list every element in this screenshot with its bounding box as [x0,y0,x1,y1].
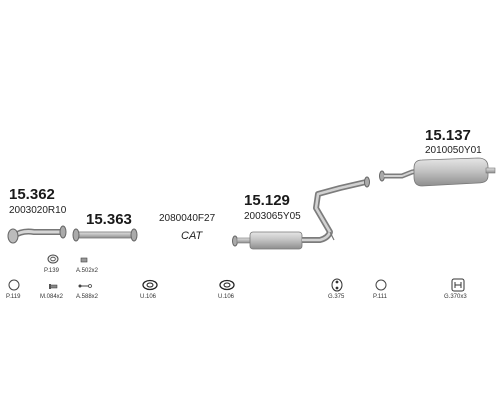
flange-gasket-icon [142,279,158,291]
acc-label-a502: A.502x2 [76,268,99,274]
rubber-hanger-icon [451,278,465,292]
flange-gasket-icon [219,279,235,291]
small-clamp-icon [80,257,88,263]
acc-label-p111: P.111 [373,294,388,300]
ring-icon [8,279,20,291]
gasket-ring-icon [47,254,59,264]
oem-code-2003020R10: 2003020R10 [9,205,67,216]
oem-code-2003065Y05: 2003065Y05 [244,211,301,222]
acc-label-p139: P.139 [44,268,59,274]
bolt-icon [49,284,58,289]
catalyst-label: CAT [181,230,203,242]
front-pipe-15362 [7,225,67,244]
rear-muffler-15137 [379,157,496,187]
rubber-hanger-icon [331,278,343,292]
oem-code-2080040F27: 2080040F27 [159,213,216,224]
acc-label-g370: G.370x3 [444,294,467,300]
part-number-15362: 15.362 [9,186,55,203]
acc-label-a588: A.588x2 [76,294,99,300]
acc-label-u106-b: U.106 [218,294,235,300]
oem-code-2010050Y01: 2010050Y01 [425,145,482,156]
ring-icon [375,279,387,291]
part-number-15363: 15.363 [86,211,132,228]
intermediate-pipe-15363 [72,228,138,242]
acc-label-p119: P.119 [6,294,21,300]
acc-label-u106-a: U.106 [140,294,157,300]
acc-label-m084: M.084x2 [40,294,64,300]
acc-label-g375: G.375 [328,294,345,300]
part-number-15137: 15.137 [425,127,471,144]
bolt-pair-icon [78,284,92,288]
center-muffler-15129 [232,176,370,250]
part-number-15129: 15.129 [244,192,290,209]
